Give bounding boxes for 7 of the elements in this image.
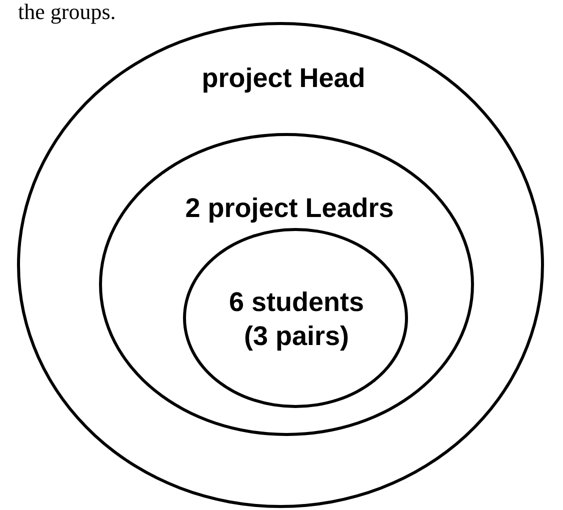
group-label: 2 project Leadrs (184, 192, 395, 225)
group-label: project Head (200, 62, 366, 95)
circle-ring (17, 22, 544, 508)
note-text: the groups. (18, 0, 116, 24)
group-label: 6 students (3 pairs) (228, 286, 366, 353)
circle-ring (183, 228, 408, 408)
circle-ring (99, 133, 474, 436)
